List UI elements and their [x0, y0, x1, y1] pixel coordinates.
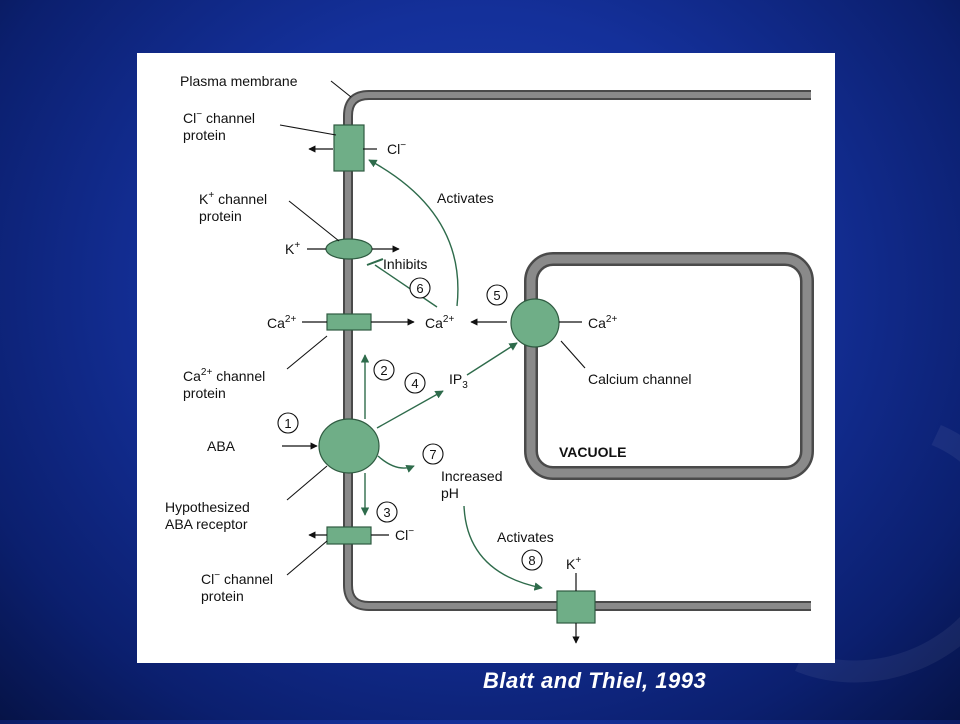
k-channel-bottom: [556, 590, 596, 624]
aba-signaling-diagram: 1 2 3 4 5 6 7 8 Plasma membrane Cl− chan…: [165, 73, 814, 644]
k-channel: [325, 238, 373, 260]
step-2: 2: [380, 363, 387, 378]
cl-channel-top: [333, 124, 365, 172]
label-vacuole: VACUOLE: [559, 444, 626, 460]
label-ip3: IP3: [449, 371, 468, 391]
step-8: 8: [528, 553, 535, 568]
step-circle-2: [373, 359, 395, 381]
step-circle-7: [422, 443, 444, 465]
label-k-channel: K+ channel: [199, 190, 267, 207]
step-6: 6: [416, 281, 423, 296]
ca-channel: [326, 313, 372, 331]
aba-receptor: [318, 418, 380, 474]
label-ca-channel-protein: protein: [183, 385, 226, 401]
label-cl-ion-top: Cl−: [387, 140, 406, 157]
citation: Blatt and Thiel, 1993: [483, 668, 707, 693]
label-ph: pH: [441, 485, 459, 501]
label-ca-channel: Ca2+ channel: [183, 367, 265, 384]
label-leaders: [279, 80, 586, 576]
label-activates-bottom: Activates: [497, 529, 554, 545]
diagram-panel: 1 2 3 4 5 6 7 8 Plasma membrane Cl− chan…: [137, 53, 835, 663]
ion-arrows: [282, 145, 582, 644]
label-plasma-membrane: Plasma membrane: [180, 73, 298, 89]
label-receptor-2: ABA receptor: [165, 516, 248, 532]
step-circle-5: [486, 284, 508, 306]
label-aba: ABA: [207, 438, 236, 454]
label-activates-top: Activates: [437, 190, 494, 206]
label-k-bottom: K+: [566, 555, 581, 572]
label-cl-channel-bottom-protein: protein: [201, 588, 244, 604]
label-k-ion: K+: [285, 240, 300, 257]
step-circles: [277, 277, 543, 571]
label-increased: Increased: [441, 468, 502, 484]
label-cl-channel-bottom: Cl− channel: [201, 570, 273, 587]
step-circle-4: [404, 372, 426, 394]
label-ca-left: Ca2+: [267, 314, 296, 331]
label-ca-right: Ca2+: [588, 314, 617, 331]
cl-channel-bottom: [326, 526, 372, 545]
vacuole: [524, 252, 814, 480]
step-1: 1: [284, 416, 291, 431]
label-ca-mid: Ca2+: [425, 314, 454, 331]
step-circle-8: [521, 549, 543, 571]
step-3: 3: [383, 505, 390, 520]
label-receptor-1: Hypothesized: [165, 499, 250, 515]
step-circle-1: [277, 412, 299, 434]
step-4: 4: [411, 376, 418, 391]
label-k-channel-protein: protein: [199, 208, 242, 224]
signal-arrows: [360, 159, 543, 591]
label-cl-channel-top: Cl− channel: [183, 109, 255, 126]
label-calcium-channel: Calcium channel: [588, 371, 692, 387]
step-circle-3: [376, 501, 398, 523]
label-cl-channel-top-protein: protein: [183, 127, 226, 143]
label-cl-ion-bottom: Cl−: [395, 526, 414, 543]
vacuole-calcium-channel: [510, 298, 560, 348]
step-7: 7: [429, 447, 436, 462]
label-inhibits: Inhibits: [383, 256, 427, 272]
step-circle-6: [409, 277, 431, 299]
step-5: 5: [493, 288, 500, 303]
